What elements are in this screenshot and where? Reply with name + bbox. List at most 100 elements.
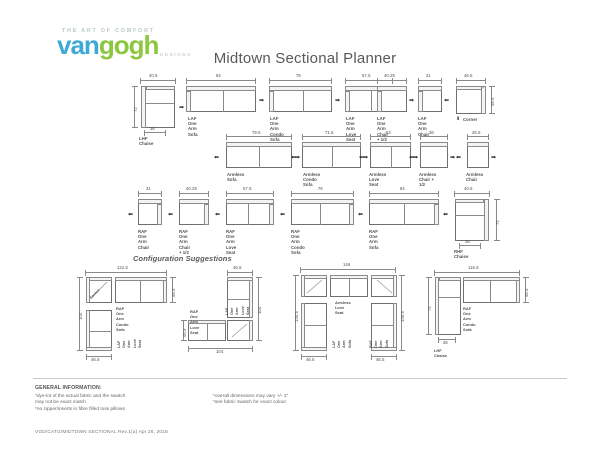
- dimline: [454, 191, 490, 197]
- arrow-right-icon: ➡: [179, 105, 185, 111]
- dimline: [369, 191, 439, 197]
- dimline: [489, 86, 495, 114]
- corner-diagonal-icon: [376, 279, 393, 294]
- corner-back-side: [86, 277, 90, 303]
- seat-divider: [303, 91, 304, 112]
- sofa-back: [291, 199, 354, 204]
- brand-van: van: [57, 30, 100, 60]
- seat-divider: [259, 147, 260, 168]
- dimline: [523, 277, 529, 303]
- sofa-back: [269, 86, 332, 91]
- page-title: Midtown Sectional Planner: [0, 50, 600, 67]
- seat-divider: [320, 204, 321, 225]
- dim-width: 40.5: [149, 73, 158, 78]
- seat-divider: [207, 323, 208, 341]
- seat-divider: [223, 91, 224, 112]
- dimline: [418, 78, 442, 84]
- seat-divider: [371, 325, 394, 326]
- dim-width: 84: [400, 186, 405, 191]
- arrow-left-icon: ⬅: [443, 212, 449, 218]
- dimline: [302, 134, 361, 140]
- dimline: [269, 78, 332, 84]
- piece-label: LHF Chaise: [139, 136, 154, 147]
- dim-left: 130.5: [294, 311, 299, 322]
- config-top-sofa: [115, 277, 167, 303]
- config-center-label: Armless Love Seat: [335, 300, 351, 316]
- dimline: [181, 320, 187, 341]
- piece-label: RHF Chaise: [454, 249, 469, 260]
- corner-diagonal-icon: [231, 323, 248, 338]
- chaise-arm: [484, 199, 489, 241]
- corner-back-side: [481, 86, 486, 114]
- dimline: [170, 277, 176, 303]
- dim-right: 130.5: [400, 311, 405, 322]
- dim-left: 46.5: [182, 328, 187, 337]
- configuration-section-title: Configuration Suggestions: [133, 254, 232, 263]
- dimline: [426, 277, 432, 335]
- dim-bottom: 46.5: [91, 357, 100, 362]
- chair-arm: [418, 91, 423, 112]
- dimline: [399, 275, 405, 351]
- sofa-back: [186, 86, 256, 91]
- dim-width: 57.5: [362, 73, 371, 78]
- arrow-left-icon: ⬅: [215, 212, 221, 218]
- arrow-left-icon: ⬅: [291, 155, 297, 161]
- dimline: [345, 78, 393, 84]
- arrow-right-icon: ➡: [335, 98, 341, 104]
- sofa-arm: [269, 91, 274, 112]
- dim-width: 40.25: [384, 73, 395, 78]
- arrow-left-icon: ⬅: [444, 98, 450, 104]
- config-left-sofa: [301, 303, 327, 351]
- chaise-arm: [141, 86, 146, 128]
- dimline: [377, 78, 407, 84]
- dimline: [226, 191, 274, 197]
- dimline: [438, 337, 456, 343]
- seat-divider: [140, 280, 141, 303]
- arrow-left-icon: ⬅: [409, 155, 415, 161]
- sofa-arm: [345, 91, 350, 112]
- sofa-back: [115, 277, 167, 281]
- seat-divider: [304, 325, 327, 326]
- dimline: [459, 243, 481, 249]
- dimline: [256, 277, 262, 341]
- general-notes-right: *overall dimensions may vary +/- 1" *see…: [213, 394, 289, 406]
- arrow-right-icon: ➡: [363, 155, 369, 161]
- piece-label: LAF One Arm Sofa: [188, 116, 198, 137]
- dimline: [144, 130, 166, 136]
- sofa-arm: [349, 204, 354, 225]
- dim-left: 104: [78, 312, 83, 320]
- dim-left: 72: [427, 306, 432, 311]
- seat-divider: [391, 147, 392, 168]
- chair-back: [179, 199, 209, 204]
- page-title-text: Midtown Sectional Planner: [213, 50, 397, 67]
- arrow-left-icon: ⬅: [280, 212, 286, 218]
- piece-label: RAF One Arm Sofa: [369, 229, 379, 250]
- piece-label: Armless Chair: [466, 172, 484, 183]
- dim-width: 40.25: [186, 186, 197, 191]
- arrow-right-icon: ➡: [295, 155, 301, 161]
- piece-label: RAF One Arm Condo Sofa: [291, 229, 305, 255]
- footer-divider: [33, 378, 567, 379]
- dimline: [467, 134, 489, 140]
- sofa-arm-bottom: [301, 347, 327, 351]
- chaise-body: [141, 86, 175, 128]
- dimline: [132, 86, 138, 128]
- arrow-right-icon: ➡: [413, 155, 419, 161]
- dim-right: 104: [257, 306, 262, 314]
- dim-depth: 36: [465, 239, 470, 244]
- chaise-back: [439, 277, 461, 281]
- config-left-label: LHF Chaise: [434, 348, 448, 359]
- dim-width: 40.5: [464, 186, 473, 191]
- arrow-right-icon: ➡: [409, 98, 415, 104]
- piece-label: LAF One Arm Chair + 1/2: [377, 116, 389, 142]
- chair-arm: [157, 204, 162, 225]
- piece-label: RAF One Arm Love Seat: [226, 229, 237, 255]
- piece-label: LAF One Arm Condo Sofa: [270, 116, 284, 142]
- config-right-label: RAF One Arm Sofa: [369, 339, 389, 348]
- brand-logo: THE ART OF COMFORT vangogh DESIGNS: [57, 28, 207, 64]
- config-top-label: RAF One Arm Condo Sofa: [116, 306, 129, 332]
- config-right-label: RAF One Arm Condo Sofa: [463, 306, 476, 332]
- chair-back: [138, 199, 162, 204]
- arrow-left-icon: ⬅: [359, 155, 365, 161]
